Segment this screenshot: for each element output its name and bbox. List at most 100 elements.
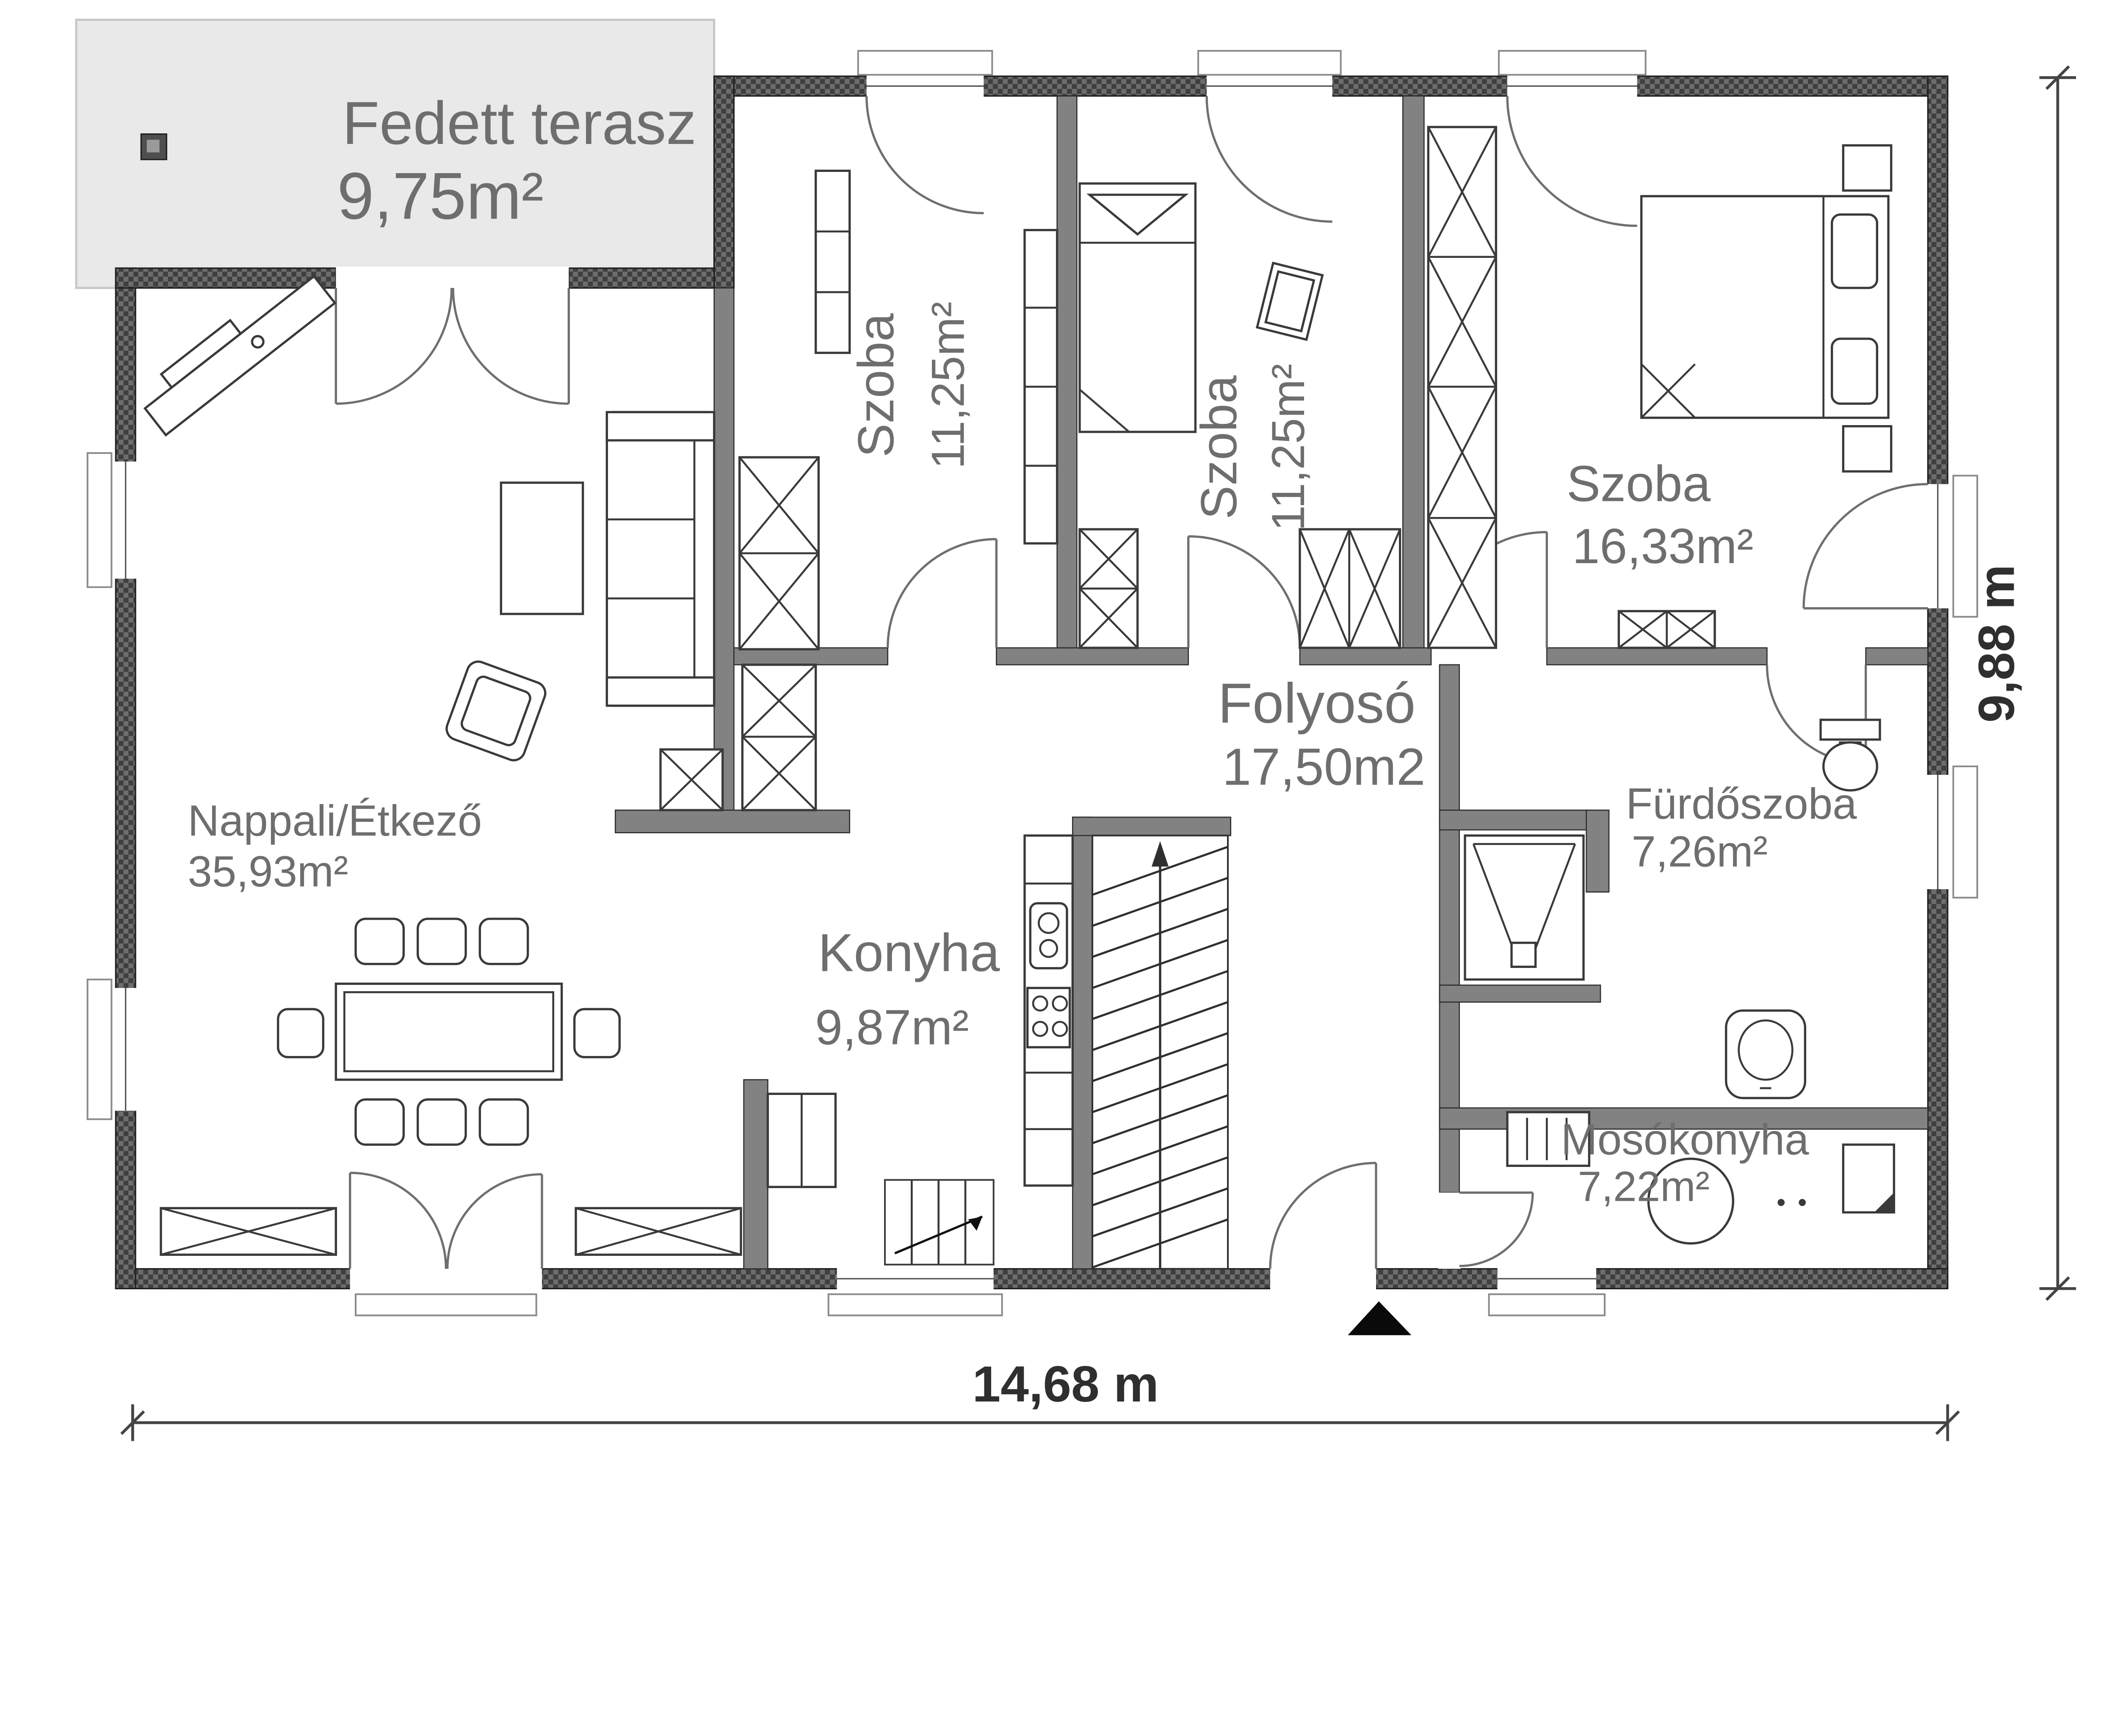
wall-room3-bottom-b bbox=[1865, 647, 1929, 666]
crib bbox=[1255, 261, 1324, 341]
dimension-height-label: 9,88 m bbox=[1968, 564, 2025, 723]
floor-drain bbox=[1777, 1199, 1785, 1206]
room1-area: 11,25m² bbox=[922, 301, 974, 469]
terrace-door-right bbox=[452, 287, 569, 405]
wardrobe bbox=[1299, 528, 1401, 649]
door-step bbox=[355, 1293, 537, 1316]
wardrobe bbox=[1078, 528, 1139, 649]
radiator-cabinet bbox=[160, 1207, 337, 1256]
window-sill bbox=[827, 1293, 1003, 1316]
kitchen-fixtures bbox=[766, 834, 1074, 1188]
wall-room1-room2 bbox=[1056, 95, 1078, 649]
room1-door bbox=[887, 538, 997, 648]
wall-room3-bottom-a bbox=[1546, 647, 1768, 666]
garden-door-right bbox=[446, 1173, 542, 1269]
steps-arrow bbox=[968, 1216, 983, 1231]
dining-set bbox=[277, 918, 621, 1146]
laundry-fixtures bbox=[1506, 1111, 1895, 1245]
room1-name: Szoba bbox=[848, 313, 904, 457]
wall-left bbox=[115, 267, 136, 1289]
wall-kitchen-peninsula bbox=[743, 1079, 768, 1269]
window-sill bbox=[86, 452, 113, 588]
armchair bbox=[445, 661, 547, 762]
wall-shower-stub bbox=[1586, 809, 1610, 893]
interior-walls bbox=[615, 95, 1929, 1269]
wall-room2-room3 bbox=[1402, 95, 1425, 649]
living-area: 35,93m² bbox=[188, 846, 348, 896]
double-bed bbox=[1640, 195, 1890, 419]
dimension-width-label: 14,68 m bbox=[973, 1356, 1159, 1413]
stove bbox=[1026, 987, 1071, 1048]
wall-room1-bottom-b bbox=[996, 647, 1189, 666]
nightstand bbox=[1842, 425, 1893, 473]
dining-chair bbox=[478, 918, 529, 965]
laundry-name: Mosókonyha bbox=[1561, 1115, 1809, 1164]
dining-chair bbox=[478, 1098, 529, 1146]
dining-table bbox=[334, 982, 563, 1081]
bed bbox=[1078, 182, 1197, 433]
window-sill bbox=[1488, 1293, 1606, 1316]
bathroom-area: 7,26m² bbox=[1631, 827, 1768, 876]
closet bbox=[741, 663, 817, 811]
stairs-up-arrow bbox=[1151, 841, 1169, 867]
room1-balcony-door bbox=[865, 96, 984, 214]
toilet bbox=[1819, 719, 1881, 792]
openings bbox=[86, 50, 1978, 1316]
window-sill bbox=[86, 979, 113, 1120]
kitchen-area: 9,87m² bbox=[815, 1000, 969, 1055]
floor-plan-svg: Fedett terasz 9,75m² Szoba 11,25m² Szoba… bbox=[75, 19, 2076, 1441]
nightstand bbox=[1842, 144, 1893, 192]
floor-drain bbox=[1799, 1199, 1806, 1206]
shower-drain bbox=[1510, 941, 1537, 968]
washing-machine bbox=[1506, 1111, 1590, 1167]
room2-balcony-door bbox=[1205, 96, 1332, 223]
garden-door-left bbox=[350, 1172, 448, 1269]
dining-chair bbox=[354, 1098, 405, 1146]
sideboard bbox=[1617, 610, 1716, 649]
room3-side-door bbox=[1802, 483, 1928, 608]
room2-area: 11,25m² bbox=[1262, 364, 1314, 531]
wall-stairs-top bbox=[1072, 816, 1231, 836]
window-sill bbox=[1498, 50, 1647, 76]
window-sill bbox=[857, 50, 993, 76]
washbasin bbox=[1725, 1009, 1806, 1099]
tv-sideboard bbox=[143, 274, 337, 437]
closet bbox=[659, 748, 724, 811]
terrace-door-left bbox=[336, 287, 453, 405]
wall-room2-bottom bbox=[1299, 647, 1432, 666]
window-sill bbox=[1952, 475, 1978, 618]
room3-area: 16,33m² bbox=[1572, 518, 1753, 574]
laundry-door bbox=[1459, 1192, 1534, 1267]
laundry-sink bbox=[1647, 1157, 1734, 1245]
closet bbox=[738, 456, 820, 650]
dining-chair bbox=[417, 1098, 467, 1146]
bookshelf bbox=[1023, 229, 1058, 545]
hall-closets bbox=[659, 456, 820, 811]
window-sill bbox=[1952, 765, 1978, 898]
bathroom-name: Fürdőszoba bbox=[1626, 779, 1857, 828]
bookshelf bbox=[815, 169, 851, 354]
wardrobe-column bbox=[1427, 126, 1497, 649]
wall-terrace-south-right bbox=[568, 267, 715, 289]
living-furniture bbox=[143, 274, 742, 1256]
room-labels: Fedett terasz 9,75m² Szoba 11,25m² Szoba… bbox=[188, 89, 1857, 1211]
bathroom-fixtures bbox=[1464, 719, 1881, 1099]
room2-furniture bbox=[1078, 182, 1401, 649]
wall-stairs-left bbox=[1072, 816, 1093, 1269]
dimension-bottom: 14,68 m bbox=[120, 1356, 1960, 1441]
floor-plan: Fedett terasz 9,75m² Szoba 11,25m² Szoba… bbox=[75, 19, 2076, 1441]
wall-right bbox=[1927, 75, 1948, 1289]
living-name: Nappali/Étkező bbox=[188, 796, 482, 845]
room3-balcony-door bbox=[1506, 96, 1637, 227]
hallway-area: 17,50m2 bbox=[1222, 738, 1426, 796]
hallway-name: Folyosó bbox=[1218, 672, 1416, 735]
wall-hall-stub bbox=[615, 809, 851, 833]
dining-chair bbox=[417, 918, 467, 965]
coffee-table bbox=[500, 481, 584, 615]
room3-furniture bbox=[1427, 126, 1893, 649]
dimension-right: 9,88 m bbox=[1968, 65, 2076, 1301]
pillow bbox=[1830, 213, 1878, 289]
radiator-cabinet bbox=[575, 1207, 742, 1256]
wall-shower-bottom bbox=[1439, 984, 1601, 1003]
laundry-area: 7,22m² bbox=[1578, 1163, 1710, 1211]
